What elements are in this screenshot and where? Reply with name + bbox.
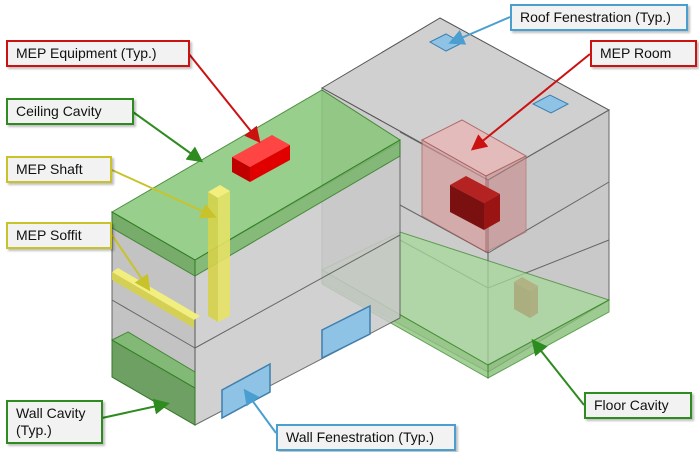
label-roof-fenestration: Roof Fenestration (Typ.) (510, 4, 688, 31)
label-floor-cavity: Floor Cavity (584, 392, 692, 419)
label-mep-equipment: MEP Equipment (Typ.) (6, 40, 190, 67)
leader-mep-shaft (111, 169, 217, 219)
leader-wall-cavity (101, 398, 170, 419)
leader-ceiling-cavity (132, 111, 204, 163)
label-ceiling-cavity: Ceiling Cavity (6, 98, 134, 125)
label-wall-cavity-line1: Wall Cavity (16, 405, 86, 421)
leader-floor-cavity (531, 338, 585, 406)
label-mep-room: MEP Room (590, 40, 697, 67)
leader-wall-fenestration (243, 388, 277, 434)
mep-room-equipment (450, 176, 500, 230)
label-mep-soffit: MEP Soffit (6, 222, 112, 249)
mep-equipment-box (232, 135, 290, 182)
leader-mep-soffit (111, 234, 151, 292)
roof-skylight-2 (531, 94, 570, 114)
mep-shaft (208, 185, 230, 322)
label-wall-fenestration: Wall Fenestration (Typ.) (276, 424, 456, 451)
label-wall-cavity: Wall Cavity (Typ.) (6, 400, 103, 444)
leader-roof-fenestration (448, 16, 511, 45)
wall-cavity-block (110, 331, 196, 426)
label-mep-shaft: MEP Shaft (6, 156, 112, 183)
leader-mep-room (470, 53, 591, 151)
label-wall-cavity-line2: (Typ.) (16, 422, 52, 438)
mep-soffit (112, 268, 200, 328)
leader-mep-equipment (188, 53, 261, 144)
wall-window-2 (321, 304, 371, 360)
